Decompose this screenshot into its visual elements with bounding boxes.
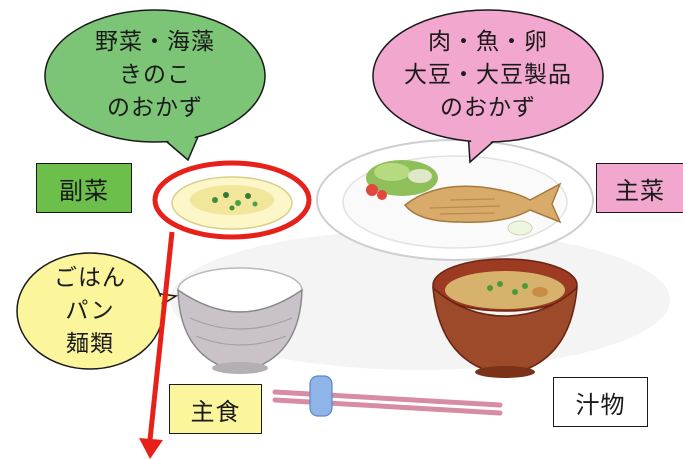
speech-bubble-side-dish bbox=[44, 9, 266, 162]
bubble-staple-line-3: 麺類 bbox=[66, 331, 114, 357]
bubble-staple-line-1: ごはん bbox=[54, 265, 126, 291]
speech-bubble-staple bbox=[16, 252, 179, 370]
bubble-side-dish-line-1: 野菜・海藻 bbox=[95, 29, 215, 55]
rice-bowl bbox=[177, 267, 303, 374]
label-staple: 主食 bbox=[169, 384, 262, 434]
label-side-dish: 副菜 bbox=[36, 163, 132, 213]
bubble-side-dish-line-3: のおかず bbox=[107, 95, 203, 121]
speech-bubble-main-dish bbox=[372, 9, 604, 164]
bubble-side-dish-text: 野菜・海藻 きのこ のおかず bbox=[65, 26, 245, 125]
label-soup: 汁物 bbox=[553, 377, 648, 427]
bubble-side-dish-line-2: きのこ bbox=[119, 62, 191, 88]
side-dish-plate bbox=[171, 176, 293, 230]
bubble-staple-text: ごはん パン 麺類 bbox=[30, 262, 150, 361]
bubble-main-dish-line-3: のおかず bbox=[440, 95, 536, 121]
soup-bowl bbox=[432, 258, 578, 378]
main-dish-plate bbox=[316, 139, 594, 261]
chopsticks bbox=[272, 375, 503, 417]
bubble-main-dish-line-2: 大豆・大豆製品 bbox=[404, 62, 572, 88]
bubble-staple-line-2: パン bbox=[65, 298, 115, 324]
bubble-main-dish-line-1: 肉・魚・卵 bbox=[428, 29, 548, 55]
label-main-dish: 主菜 bbox=[596, 163, 683, 213]
bubble-main-dish-text: 肉・魚・卵 大豆・大豆製品 のおかず bbox=[393, 26, 583, 125]
highlight-annotation bbox=[139, 160, 312, 459]
